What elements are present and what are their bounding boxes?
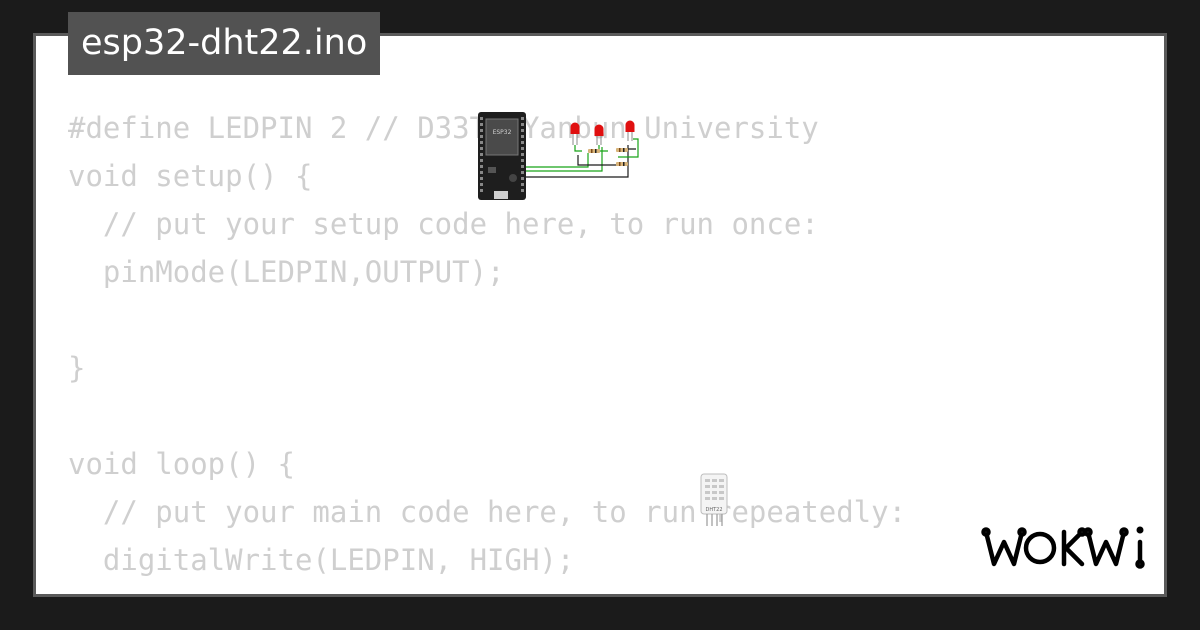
esp32-module — [485, 118, 519, 156]
code-line: // put your main code here, to run repea… — [68, 495, 907, 529]
wokwi-logo — [981, 526, 1145, 569]
code-line — [68, 392, 906, 440]
code-line: // put your setup code here, to run once… — [68, 207, 819, 241]
dht22-pins — [706, 514, 723, 526]
led-red-icon — [594, 124, 604, 145]
code-preview: #define LEDPIN 2 // D33TT Yanbun Univers… — [68, 104, 907, 594]
code-line: pinMode(LEDPIN,OUTPUT); — [68, 255, 505, 289]
led-red-icon — [570, 122, 580, 145]
code-line: digitalWrite(LEDPIN, HIGH); — [68, 543, 575, 577]
preview-card: #define LEDPIN 2 // D33TT Yanbun Univers… — [33, 33, 1167, 597]
resistors — [588, 148, 628, 166]
esp32-chip — [488, 167, 496, 173]
esp32-usb-port — [494, 191, 508, 199]
esp32-pins-left — [480, 117, 483, 192]
dht22-label: DHT22 — [705, 507, 722, 513]
esp32-circuit-diagram: ESP32 — [478, 112, 639, 200]
dht22-grille — [705, 479, 724, 500]
sketch-filename-tab: esp32-dht22.ino — [68, 12, 381, 75]
code-line: void setup() { — [68, 159, 313, 193]
esp32-board-label: ESP32 — [493, 129, 512, 136]
led-red-icon — [625, 120, 635, 141]
esp32-button — [509, 174, 517, 182]
code-line: delay(500); // this speeds up the simula… — [68, 584, 906, 594]
circuit-wires — [526, 138, 639, 178]
code-line: } — [68, 351, 86, 385]
code-line: void loop() { — [68, 447, 295, 481]
dht22-sensor-diagram: DHT22 — [700, 473, 728, 526]
code-line — [68, 296, 906, 344]
esp32-pins-right — [521, 117, 524, 192]
